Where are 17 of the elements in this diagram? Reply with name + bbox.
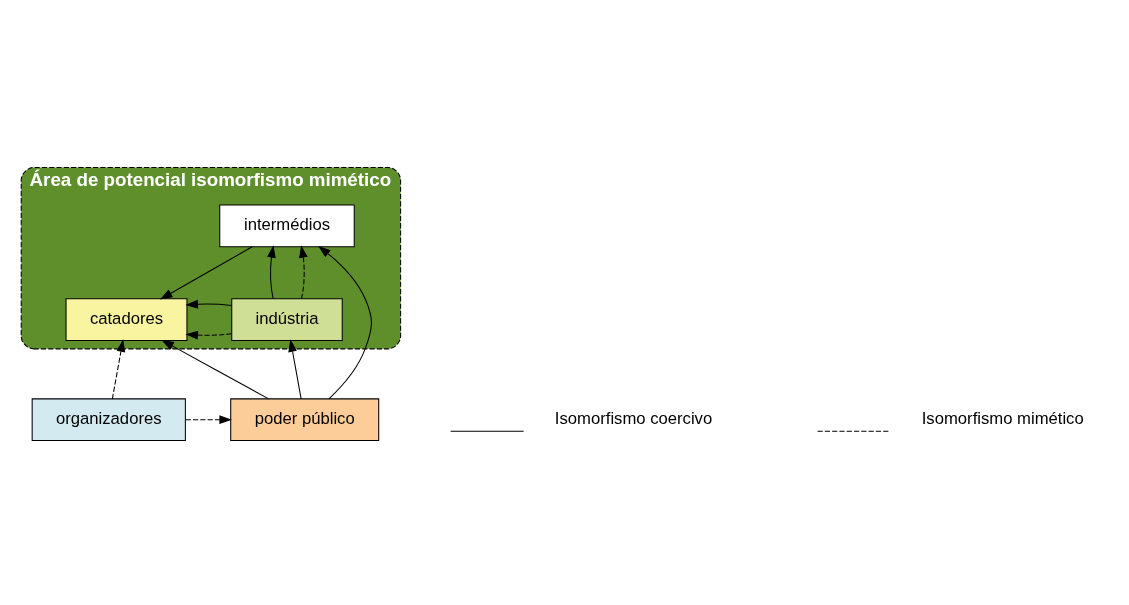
arrow [318, 245, 372, 399]
arrow [161, 339, 270, 399]
arrow [111, 338, 126, 399]
arrow [185, 299, 233, 309]
arrow [185, 330, 233, 339]
node-box: organizadores [31, 397, 186, 441]
node-box: catadores [65, 297, 188, 341]
node-box: indústria [231, 297, 343, 341]
arrow [299, 244, 308, 299]
legend-label: Isomorfismo mimético [921, 408, 1084, 428]
legend-label: Isomorfismo coercivo [554, 408, 713, 428]
node-box: intermédios [219, 204, 355, 247]
node-box: poder público [230, 397, 380, 441]
arrow [159, 245, 253, 300]
arrow [288, 338, 302, 399]
arrow [185, 414, 232, 424]
arrow [267, 244, 276, 299]
